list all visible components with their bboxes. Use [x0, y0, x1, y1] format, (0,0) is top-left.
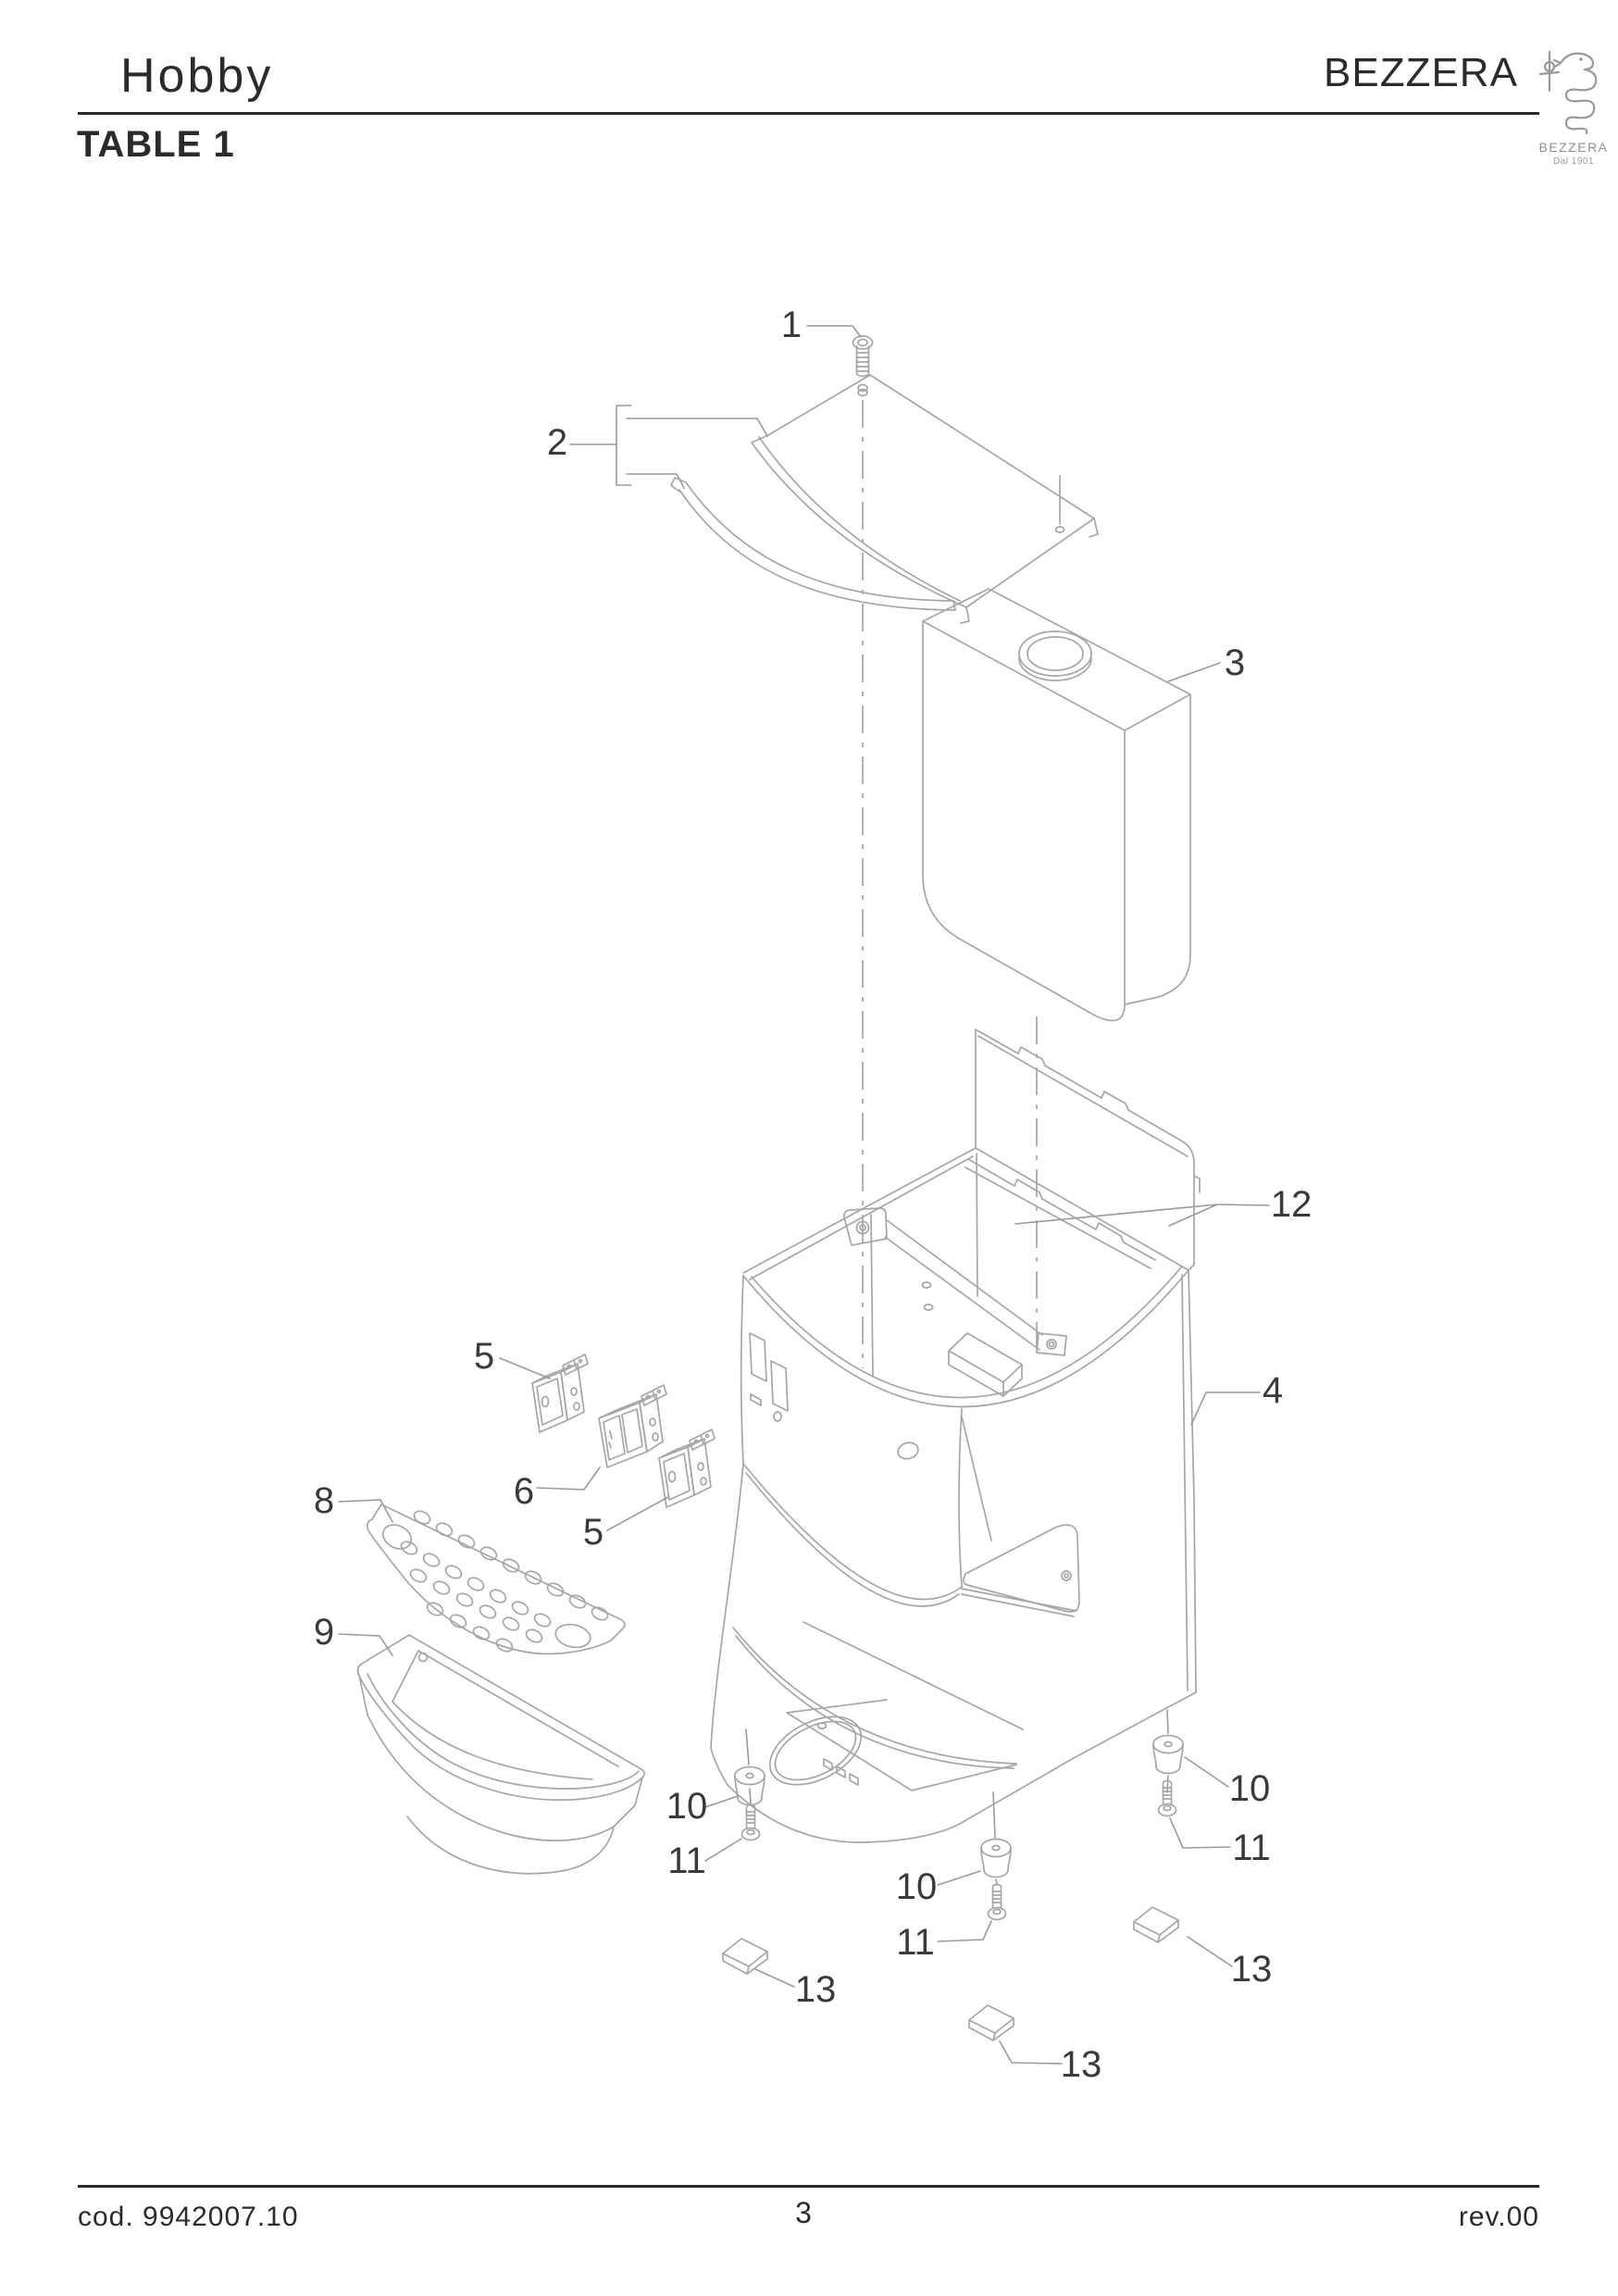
part-8-drip-tray-grid: [366, 1504, 626, 1655]
pad-middle: [968, 2004, 1014, 2041]
footer-rule: [78, 2185, 1539, 2188]
serpent-logo-icon: [1538, 50, 1598, 135]
callout-5-switch-right: 5: [583, 1512, 604, 1553]
part-4-body-housing: [710, 1029, 1201, 1843]
part-3-water-tank: [922, 588, 1191, 1022]
brand-wordmark: BEZZERA: [1324, 50, 1518, 95]
part-2-top-cover: [670, 374, 1099, 624]
pad-right: [1133, 1906, 1179, 1943]
callout-4-body-housing: 4: [1263, 1370, 1283, 1411]
header-rule: [78, 112, 1539, 115]
callout-10-foot-right: 10: [1229, 1768, 1271, 1809]
callout-13-pad-right: 13: [1231, 1949, 1273, 1990]
callout-12-support-bracket: 12: [1271, 1184, 1313, 1225]
footer-page-number: 3: [795, 2196, 812, 2229]
footer-document-code: cod. 9942007.10: [78, 2202, 299, 2232]
callout-6-double-switch: 6: [514, 1471, 534, 1512]
pad-left: [722, 1938, 768, 1975]
part-13-pads: [722, 1906, 1179, 2041]
part-5-rocker-switch-left: [531, 1354, 589, 1433]
part-6-double-rocker-switch: [598, 1384, 667, 1468]
callout-11-screw-middle: 11: [896, 1922, 935, 1963]
foot-screw-left: [741, 1803, 761, 1841]
callout-3-water-tank: 3: [1225, 643, 1245, 683]
part-9-drip-tray: [356, 1634, 646, 1875]
callout-10-foot-left: 10: [666, 1786, 708, 1827]
part-1-cover-screw: [852, 335, 874, 397]
page-title: Hobby: [120, 49, 274, 103]
logo-brand-text: BEZZERA: [1538, 140, 1609, 155]
part-5-rocker-switch-right: [658, 1429, 716, 1508]
foot-middle: [980, 1838, 1012, 1878]
footer-revision: rev.00: [1458, 2202, 1539, 2232]
part-11-foot-screws: [741, 1779, 1177, 1921]
foot-screw-middle: [987, 1883, 1007, 1921]
callout-5-switch-left: 5: [474, 1336, 494, 1377]
callout-1-cover-screw: 1: [781, 305, 802, 345]
callout-11-screw-left: 11: [667, 1841, 706, 1881]
callout-11-screw-right: 11: [1232, 1828, 1271, 1868]
grid-holes: [400, 1510, 609, 1653]
callout-8-drip-tray-grid: 8: [314, 1480, 334, 1521]
callout-2-top-cover: 2: [547, 422, 567, 463]
leader-lines: [338, 325, 1270, 2065]
callout-13-pad-left: 13: [795, 1969, 837, 2010]
callout-9-drip-tray: 9: [314, 1612, 334, 1653]
logo-since-text: Dal 1901: [1552, 156, 1595, 167]
bezzera-logo: BEZZERA Dal 1901: [1529, 44, 1618, 167]
part-10-feet: [734, 1709, 1184, 1886]
assembly-axis-lines: [862, 400, 1038, 1368]
table-title: TABLE 1: [77, 124, 235, 165]
foot-right: [1152, 1734, 1184, 1775]
callout-10-foot-middle: 10: [896, 1866, 938, 1907]
foot-screw-right: [1157, 1779, 1177, 1817]
callout-labels: 1 2 3 12 4 5 6 5 8 9 10 11 10 11 10 11 1…: [314, 305, 1312, 2085]
callout-13-pad-middle: 13: [1061, 2044, 1102, 2085]
